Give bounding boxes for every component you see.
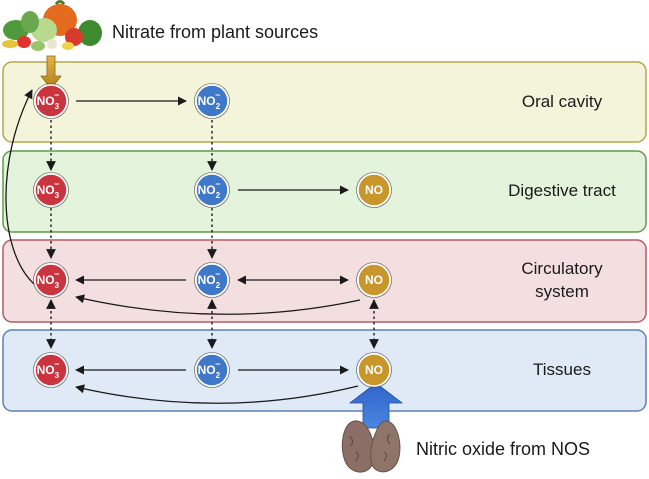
oral-nitrite-node: NO2−	[194, 83, 230, 119]
nos-source-label: Nitric oxide from NOS	[416, 439, 591, 459]
plant-input-arrow	[40, 55, 62, 90]
plant-source-label: Nitrate from plant sources	[112, 22, 319, 42]
tissues-nitrate-node: NO3−	[33, 352, 69, 388]
circulatory-no-node: NO	[356, 262, 392, 298]
digestive-nitrite-node: NO2−	[194, 172, 230, 208]
digestive-no-node: NO	[356, 172, 392, 208]
svg-text:NO: NO	[365, 273, 383, 287]
circulatory-nitrate-node: NO3−	[33, 262, 69, 298]
oral-nitrate-node: NO3−	[33, 83, 69, 119]
digestive-tract-panel	[2, 150, 647, 233]
digestive-tract-label: Digestive tract	[508, 181, 616, 200]
circulatory-system-label-line1: Circulatory	[521, 259, 603, 278]
svg-text:NO3−: NO3−	[37, 359, 60, 380]
tissues-no-to-nitrate-curve	[75, 384, 359, 404]
vegetables-icon	[2, 0, 102, 51]
svg-text:NO2−: NO2−	[198, 179, 221, 200]
svg-text:NO3−: NO3−	[37, 269, 60, 290]
digestive-nitrate-node: NO3−	[33, 172, 69, 208]
tissues-label: Tissues	[533, 360, 591, 379]
svg-text:NO: NO	[365, 183, 383, 197]
oral-cavity-label: Oral cavity	[521, 92, 603, 111]
nos-cells-icon	[341, 420, 401, 473]
circulatory-nitrite-node: NO2−	[194, 262, 230, 298]
svg-text:NO: NO	[365, 363, 383, 377]
circulatory-system-label-line2: system	[535, 282, 589, 301]
enterosalivary-recirculation-curve	[5, 89, 35, 285]
tissues-nitrite-node: NO2−	[194, 352, 230, 388]
svg-text:NO2−: NO2−	[198, 90, 221, 111]
circulatory-no-to-nitrate-curve	[75, 294, 361, 315]
tissues-no-node: NO	[356, 352, 392, 388]
reaction-arrows	[5, 89, 361, 404]
svg-text:NO3−: NO3−	[37, 179, 60, 200]
svg-text:NO2−: NO2−	[198, 359, 221, 380]
svg-text:NO2−: NO2−	[198, 269, 221, 290]
oral-cavity-panel	[2, 61, 647, 143]
svg-text:NO3−: NO3−	[37, 90, 60, 111]
dotted-transfer-arrows	[46, 120, 379, 349]
